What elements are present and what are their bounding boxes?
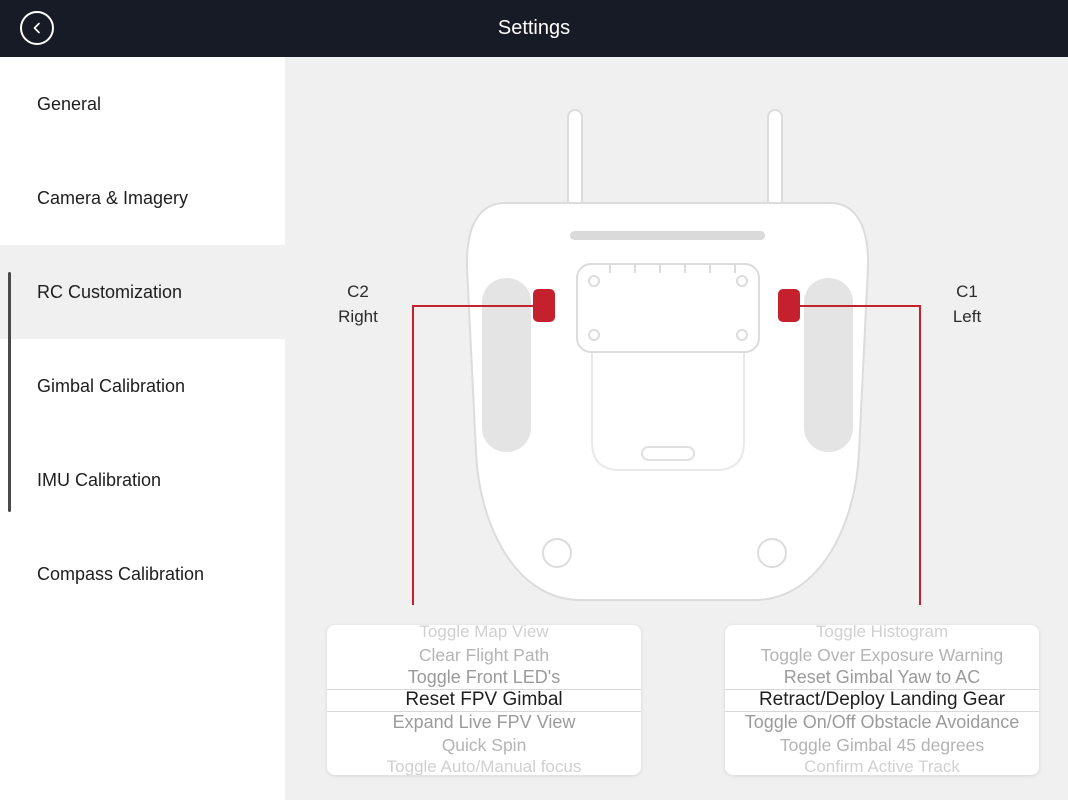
picker-option[interactable]: Confirm Active Track	[804, 757, 960, 775]
sidebar: General Camera & Imagery RC Customizatio…	[0, 57, 285, 800]
sidebar-item-camera-imagery[interactable]: Camera & Imagery	[37, 188, 189, 208]
sidebar-item-gimbal-calibration[interactable]: Gimbal Calibration	[37, 376, 186, 396]
c2-label-line2: Right	[338, 307, 378, 326]
picker-option[interactable]: Toggle Gimbal 45 degrees	[779, 734, 985, 755]
c2-picker-options: Toggle Map View Clear Flight Path Toggle…	[327, 625, 641, 775]
panel-screws	[588, 275, 748, 341]
back-button[interactable]	[20, 11, 54, 45]
c2-label: C2 Right	[308, 279, 408, 329]
c1-callout-line	[800, 305, 921, 605]
sidebar-item-compass-calibration[interactable]: Compass Calibration	[37, 564, 205, 584]
c2-label-line1: C2	[347, 282, 369, 301]
sidebar-item-rc-customization[interactable]: RC Customization	[0, 245, 285, 339]
picker-option[interactable]: Reset Gimbal Yaw to AC	[783, 667, 981, 687]
controller-body	[465, 202, 870, 601]
picker-option[interactable]: Quick Spin	[441, 734, 527, 755]
picker-option[interactable]: Toggle Front LED's	[407, 667, 561, 687]
c2-action-picker[interactable]: Toggle Map View Clear Flight Path Toggle…	[327, 625, 641, 775]
sidebar-item-imu-calibration[interactable]: IMU Calibration	[37, 470, 162, 490]
c1-action-picker[interactable]: Toggle Histogram Toggle Over Exposure Wa…	[725, 625, 1039, 775]
rc-customization-panel: C2 Right C1 Left Toggle Map View Clear F…	[285, 57, 1068, 800]
bottom-circle-right	[757, 538, 787, 568]
header: Settings	[0, 0, 1068, 57]
grip-right	[804, 278, 853, 452]
sidebar-scrollbar[interactable]	[8, 272, 11, 512]
picker-option[interactable]: Expand Live FPV View	[392, 712, 576, 732]
picker-option[interactable]: Toggle On/Off Obstacle Avoidance	[744, 712, 1020, 732]
picker-option-selected[interactable]: Retract/Deploy Landing Gear	[758, 688, 1006, 710]
grip-left	[482, 278, 531, 452]
panel-vents	[609, 265, 736, 273]
speaker-grille	[570, 231, 765, 240]
chevron-left-icon	[33, 22, 40, 34]
c1-button-highlight	[778, 289, 800, 322]
picker-option[interactable]: Toggle Histogram	[815, 625, 949, 641]
picker-option-selected[interactable]: Reset FPV Gimbal	[405, 688, 563, 710]
battery-latch	[641, 446, 695, 461]
c1-label: C1 Left	[917, 279, 1017, 329]
picker-option[interactable]: Clear Flight Path	[418, 644, 550, 665]
c1-label-line2: Left	[952, 307, 982, 326]
c2-callout-line	[412, 305, 533, 605]
sidebar-item-general[interactable]: General	[37, 94, 102, 114]
picker-option[interactable]: Toggle Map View	[419, 625, 549, 641]
c2-button-highlight	[533, 289, 555, 322]
remote-controller-diagram	[412, 109, 921, 605]
bottom-circle-left	[542, 538, 572, 568]
center-panel	[576, 263, 760, 353]
c1-label-line1: C1	[956, 282, 978, 301]
page-title: Settings	[497, 17, 571, 39]
picker-option[interactable]: Toggle Over Exposure Warning	[760, 644, 1004, 665]
picker-option[interactable]: Toggle Auto/Manual focus	[386, 757, 582, 775]
c1-picker-options: Toggle Histogram Toggle Over Exposure Wa…	[725, 625, 1039, 775]
battery-compartment	[591, 352, 745, 471]
